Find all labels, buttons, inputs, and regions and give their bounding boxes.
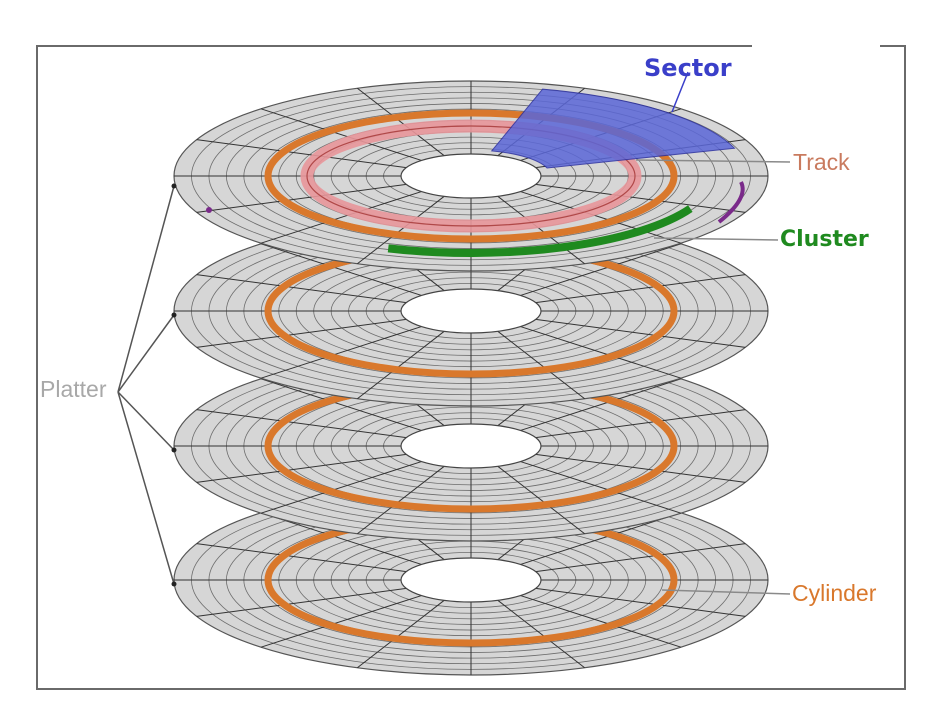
- platter-leader-dot: [171, 447, 177, 453]
- sector-divider: [520, 512, 682, 565]
- sector-divider: [497, 465, 585, 535]
- sector-divider: [357, 87, 445, 157]
- spindle-hole: [400, 557, 542, 603]
- sector-divider: [520, 595, 682, 648]
- sector-divider: [260, 595, 422, 648]
- platter-leader-1: [117, 185, 175, 393]
- cluster-arc: [387, 205, 693, 257]
- sector-divider: [357, 330, 445, 400]
- sector-divider: [497, 599, 585, 669]
- cylinder-label: Cylinder: [792, 580, 877, 606]
- platter-leader-2: [117, 314, 175, 393]
- sector-divider: [520, 191, 682, 244]
- sector-divider: [260, 461, 422, 514]
- sector-divider: [196, 318, 407, 348]
- sector-divider: [260, 191, 422, 244]
- sector-divider: [535, 183, 746, 213]
- defect-dot: [206, 207, 212, 213]
- sector-divider: [357, 195, 445, 265]
- sector-divider: [196, 409, 407, 439]
- sector-divider: [520, 243, 682, 296]
- spindle-hole: [400, 423, 542, 469]
- spindle-hole: [400, 288, 542, 334]
- sector-divider: [260, 108, 422, 161]
- sector-divider: [497, 330, 585, 400]
- track-highlight-edge: [306, 125, 636, 227]
- sector-divider: [260, 243, 422, 296]
- cluster-leader: [653, 237, 779, 241]
- platter-leader-dot: [171, 312, 177, 318]
- sector-label: Sector: [644, 54, 732, 82]
- sector-divider: [196, 543, 407, 573]
- sector-divider: [357, 465, 445, 535]
- sector-divider: [357, 599, 445, 669]
- spindle-hole: [400, 153, 542, 199]
- sector-divider: [260, 378, 422, 431]
- sector-divider: [520, 461, 682, 514]
- sector-divider: [497, 195, 585, 265]
- sector-divider: [196, 453, 407, 483]
- sector-divider: [535, 453, 746, 483]
- track-label: Track: [793, 149, 850, 175]
- sector-leader: [671, 71, 689, 113]
- platter-leader-4: [117, 391, 175, 585]
- defect-mark: [717, 181, 745, 224]
- cylinder-track: [264, 109, 678, 243]
- platter-2: [173, 215, 769, 407]
- sector-divider: [196, 183, 407, 213]
- track-leader: [635, 159, 791, 163]
- platter-leader-dot: [171, 183, 177, 189]
- diagram-border: [36, 45, 906, 690]
- platter-leader-dot: [171, 581, 177, 587]
- sector-divider: [520, 378, 682, 431]
- sector-divider: [520, 326, 682, 379]
- sector-divider: [260, 326, 422, 379]
- cluster-label: Cluster: [780, 227, 869, 252]
- sector-divider: [196, 274, 407, 304]
- leader-lines: [117, 71, 791, 595]
- sector-divider: [196, 587, 407, 617]
- platter-stack: [173, 80, 769, 676]
- sector-wedge: [490, 88, 736, 169]
- sector-divider: [535, 318, 746, 348]
- border-gap-mask: [752, 40, 880, 52]
- sector-divider: [535, 587, 746, 617]
- platter-leader-3: [117, 391, 175, 451]
- sector-divider: [260, 512, 422, 565]
- sector-divider: [535, 543, 746, 573]
- cylinder-leader: [661, 589, 791, 595]
- sector-divider: [535, 274, 746, 304]
- sector-divider: [196, 139, 407, 169]
- platter-label: Platter: [40, 376, 107, 402]
- sector-divider: [535, 409, 746, 439]
- platter-1: [173, 80, 769, 272]
